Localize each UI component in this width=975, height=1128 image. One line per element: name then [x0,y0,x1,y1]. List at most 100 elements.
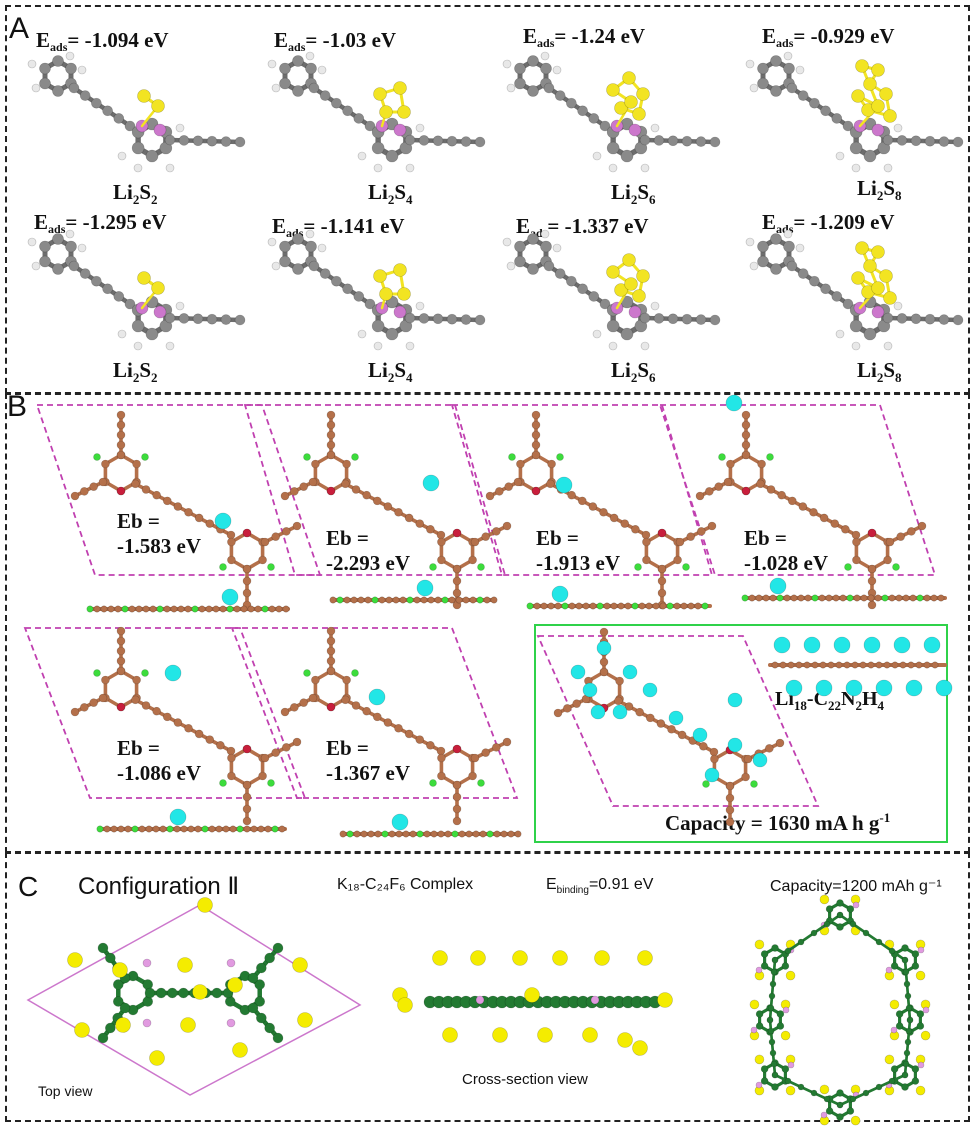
carbon-atom [895,1022,904,1030]
carbon-atom [131,695,140,705]
carbon-atom [278,825,286,833]
fluorine-atom [890,1026,898,1034]
fluorine-atom [844,563,852,571]
sulfur-atom [855,59,869,73]
carbon-atom [610,602,618,610]
fluorine-atom [917,1061,925,1069]
carbon-atom [227,753,236,763]
carbon-atom [609,513,619,523]
carbon-atom [374,830,382,838]
carbon-atom [762,594,770,602]
hydrogen-atom [851,163,861,173]
hydrogen-atom [165,341,175,351]
carbon-atom [124,825,132,833]
fluorine-atom [820,1111,828,1119]
hydrogen-atom [31,261,41,271]
potassium-atom [582,1027,598,1043]
carbon-atom [114,605,122,613]
hydrogen-atom [27,59,37,69]
hydrogen-atom [506,261,516,271]
carbon-atom [916,594,924,602]
potassium-atom [754,1054,765,1065]
carbon-atom [825,1107,834,1115]
carbon-atom [631,525,640,534]
carbon-atom [657,576,667,586]
carbon-atom [215,825,223,833]
lithium-atom [845,679,863,697]
carbon-atom [472,830,480,838]
carbon-atom [402,830,410,838]
carbon-atom [458,830,466,838]
sulfur-atom [151,281,165,295]
carbon-atom [875,1083,883,1091]
potassium-atom [920,1030,931,1041]
carbon-atom [514,240,526,253]
carbon-atom [888,594,896,602]
graphdiyne-molecule [70,626,302,826]
carbon-atom [645,713,655,723]
carbon-atom [52,55,64,67]
carbon-atom [485,491,495,501]
carbon-atom [159,825,167,833]
carbon-atom [452,816,462,826]
carbon-atom [769,594,777,602]
carbon-atom [760,1077,769,1085]
carbon-atom [831,113,843,124]
carbon-atom [211,987,223,999]
carbon-atom [911,950,920,958]
side-view [339,813,522,838]
carbon-atom [603,602,611,610]
carbon-atom [902,594,910,602]
complex-label: K₁₈-C₂₄F₆ Complex [337,876,474,893]
oxygen-atom [452,744,462,754]
carbon-atom [770,968,778,976]
carbon-atom [426,525,435,534]
potassium-atom [637,950,653,966]
carbon-atom [156,605,164,613]
carbon-atom [653,135,665,146]
potassium-atom [292,957,308,973]
carbon-atom [673,555,682,565]
carbon-atom [526,602,534,610]
carbon-atom [781,962,790,970]
carbon-atom [695,136,707,147]
gdy-molecule [745,229,964,351]
hydrogen-atom [405,163,415,173]
carbon-atom [113,291,125,302]
carbon-atom [364,596,372,604]
fluorine-atom [303,453,311,461]
carbon-atom [849,141,863,155]
carbon-atom [305,62,317,75]
graphdiyne-molecule [695,394,927,610]
sulfur-atom [883,109,897,123]
hydrogen-atom [835,151,845,161]
lithium-atom [391,813,409,831]
carbon-atom [98,693,108,703]
carbon-atom [212,605,220,613]
carbon-atom [563,704,572,713]
carbon-atom [206,135,218,147]
lithium-atom [555,476,573,494]
hydrogen-atom [357,151,367,161]
carbon-atom [923,661,931,669]
carbon-atom [911,1077,920,1085]
sulfur-atom [373,269,387,283]
fluorine-atom [782,1006,790,1014]
carbon-atom [394,723,403,733]
fluorine-atom [303,669,311,677]
carbon-atom [308,260,320,272]
carbon-atom [101,675,110,685]
lithium-atom [871,123,885,137]
carbon-atom [162,496,172,506]
carbon-atom [138,825,146,833]
potassium-atom [192,984,208,1000]
carbon-atom [170,605,178,613]
carbon-atom [184,723,193,733]
carbon-atom [842,120,854,132]
lithium-atom [642,682,658,698]
carbon-atom [326,636,336,646]
eads-label-a2: Eads= -1.03 eV [274,28,397,54]
carbon-atom [831,291,843,302]
carbon-atom [353,113,365,124]
carbon-atom [867,661,875,669]
